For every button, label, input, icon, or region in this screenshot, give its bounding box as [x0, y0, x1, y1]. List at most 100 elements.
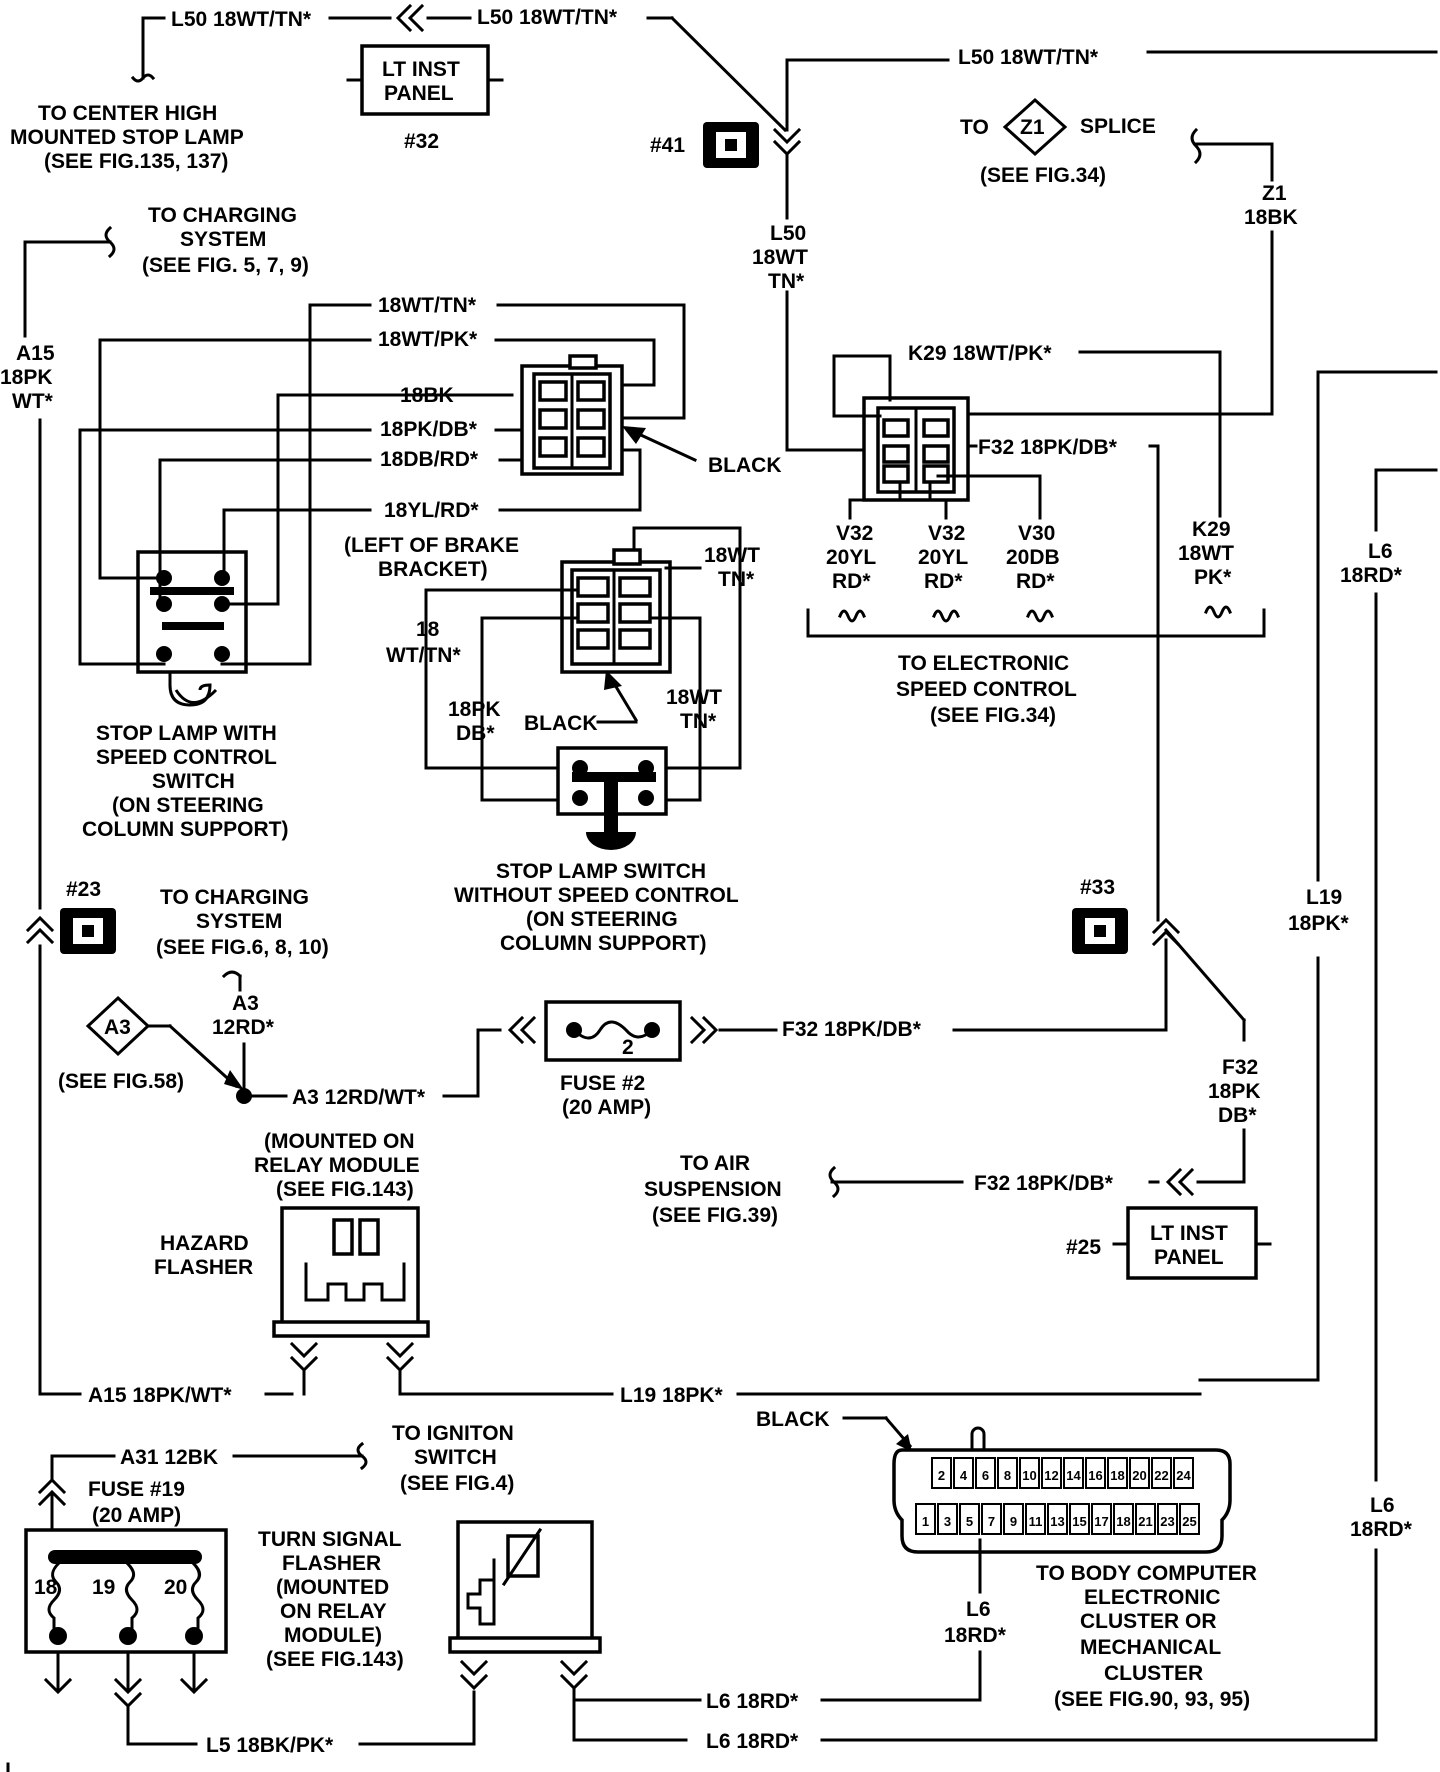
svg-text:(SEE FIG.143): (SEE FIG.143)	[266, 1648, 404, 1671]
svg-text:18WT: 18WT	[1178, 542, 1234, 565]
svg-text:TO: TO	[960, 116, 989, 139]
connector-pin	[1151, 1457, 1172, 1489]
connector-pin-label: 8	[1004, 1468, 1011, 1483]
svg-text:V32: V32	[836, 522, 873, 545]
svg-text:(SEE FIG.34): (SEE FIG.34)	[980, 164, 1106, 187]
svg-text:Z1: Z1	[1262, 182, 1287, 205]
svg-text:18YL/RD*: 18YL/RD*	[384, 499, 479, 522]
wire-label: L50	[770, 222, 806, 245]
connector-pin-label: 10	[1022, 1468, 1036, 1483]
svg-text:18PK/DB*: 18PK/DB*	[380, 418, 478, 441]
right-side-feeds: L6 18RD* L19 18PK* L6 18RD*	[820, 370, 1438, 1742]
svg-text:COLUMN SUPPORT): COLUMN SUPPORT)	[82, 818, 289, 841]
charging-system-2: TO CHARGING SYSTEM (SEE FIG.6, 8, 10) A3…	[156, 886, 329, 1094]
svg-text:SPLICE: SPLICE	[1080, 115, 1156, 138]
svg-text:COLUMN SUPPORT): COLUMN SUPPORT)	[500, 932, 707, 955]
speed-control-connector: K29 18WT/PK* F32 18PK/DB* V32 20YL RD* V…	[806, 342, 1266, 922]
svg-text:TO CENTER HIGH: TO CENTER HIGH	[38, 102, 217, 125]
svg-text:SPEED CONTROL: SPEED CONTROL	[96, 746, 277, 769]
connector-pin	[953, 1457, 974, 1489]
connector-pin-label: 14	[1066, 1468, 1081, 1483]
svg-text:(SEE FIG. 5, 7, 9): (SEE FIG. 5, 7, 9)	[142, 254, 309, 277]
connector-pin-label: 2	[938, 1468, 945, 1483]
svg-text:STOP LAMP SWITCH: STOP LAMP SWITCH	[496, 860, 706, 883]
svg-text:20YL: 20YL	[918, 546, 968, 569]
svg-text:#41: #41	[650, 134, 685, 157]
svg-text:ELECTRONIC: ELECTRONIC	[1084, 1586, 1221, 1609]
connector-pin	[959, 1503, 980, 1535]
connector-pin	[1091, 1503, 1112, 1535]
connector-41: #41	[650, 122, 759, 168]
svg-text:18WT/TN*: 18WT/TN*	[378, 294, 477, 317]
svg-text:K29 18WT/PK*: K29 18WT/PK*	[908, 342, 1052, 365]
svg-text:BLACK: BLACK	[756, 1408, 830, 1431]
svg-text:(MOUNTED: (MOUNTED	[276, 1576, 389, 1599]
svg-text:(LEFT OF BRAKE: (LEFT OF BRAKE	[344, 534, 519, 557]
connector-pin-label: 13	[1050, 1514, 1064, 1529]
svg-text:F32: F32	[1222, 1056, 1258, 1079]
fuse-19: A31 12BK TO IGNITON SWITCH (SEE FIG.4) F…	[24, 1422, 514, 1757]
svg-text:#23: #23	[66, 878, 101, 901]
svg-text:18RD*: 18RD*	[944, 1624, 1007, 1647]
svg-text:(20 AMP): (20 AMP)	[562, 1096, 651, 1119]
svg-text:TO BODY COMPUTER: TO BODY COMPUTER	[1036, 1562, 1257, 1585]
connector-pin	[1041, 1457, 1062, 1489]
svg-text:18BK: 18BK	[400, 384, 454, 407]
connector-pin	[981, 1503, 1002, 1535]
connector-pin	[1179, 1503, 1200, 1535]
connector-pin	[1113, 1503, 1134, 1535]
svg-text:A31 12BK: A31 12BK	[120, 1446, 218, 1469]
svg-text:TO AIR: TO AIR	[680, 1152, 750, 1175]
connector-pin	[1025, 1503, 1046, 1535]
svg-text:BLACK: BLACK	[524, 712, 598, 735]
svg-text:L6 18RD*: L6 18RD*	[706, 1690, 799, 1713]
connector-pin	[1003, 1503, 1024, 1535]
connector-pin-label: 6	[982, 1468, 989, 1483]
svg-text:18DB/RD*: 18DB/RD*	[380, 448, 479, 471]
connector-pin	[937, 1503, 958, 1535]
svg-text:(SEE FIG.90, 93, 95): (SEE FIG.90, 93, 95)	[1054, 1688, 1250, 1711]
svg-text:BLACK: BLACK	[708, 454, 782, 477]
svg-text:18BK: 18BK	[1244, 206, 1298, 229]
svg-text:(SEE FIG.58): (SEE FIG.58)	[58, 1070, 184, 1093]
connector-pin	[997, 1457, 1018, 1489]
svg-text:12RD*: 12RD*	[212, 1016, 275, 1039]
z1-splice: TO Z1 SPLICE (SEE FIG.34) Z1 18BK	[960, 97, 1298, 416]
svg-text:F32 18PK/DB*: F32 18PK/DB*	[974, 1172, 1114, 1195]
svg-text:TN*: TN*	[718, 568, 755, 591]
svg-text:19: 19	[92, 1576, 115, 1599]
svg-text:18PK*: 18PK*	[1288, 912, 1350, 935]
connector-pin-label: 1	[922, 1514, 929, 1529]
svg-text:MODULE): MODULE)	[284, 1624, 382, 1647]
wire-label: 18WT	[752, 246, 808, 269]
svg-text:(ON STEERING: (ON STEERING	[112, 794, 264, 817]
svg-text:A3: A3	[104, 1016, 131, 1039]
connector-pin-label: 9	[1010, 1514, 1017, 1529]
chmsl-label: TO CENTER HIGH MOUNTED STOP LAMP (SEE FI…	[10, 102, 244, 173]
svg-text:18WT/PK*: 18WT/PK*	[378, 328, 478, 351]
connector-pin-label: 16	[1088, 1468, 1102, 1483]
svg-text:V32: V32	[928, 522, 965, 545]
connector-pin	[1047, 1503, 1068, 1535]
connector-pin	[1129, 1457, 1150, 1489]
svg-text:F32 18PK/DB*: F32 18PK/DB*	[782, 1018, 922, 1041]
svg-text:FUSE #2: FUSE #2	[560, 1072, 645, 1095]
svg-text:ON RELAY: ON RELAY	[280, 1600, 387, 1623]
svg-text:RELAY MODULE: RELAY MODULE	[254, 1154, 420, 1177]
fuse-2-circuit: A3 (SEE FIG.58) A3 12RD/WT* 2 F32 18PK/D…	[58, 917, 1181, 1119]
lt-inst-panel-25: #25 LT INST PANEL	[1066, 1206, 1272, 1280]
stop-lamp-switch-without-speed-control: (LEFT OF BRAKE BRACKET) BLACK 18WT TN* 1…	[344, 526, 760, 955]
connector-pin-label: 5	[966, 1514, 973, 1529]
connector-pin-label: 7	[988, 1514, 995, 1529]
svg-text:18WT: 18WT	[704, 544, 760, 567]
svg-text:TO CHARGING: TO CHARGING	[148, 204, 297, 227]
connector-pin-label: 17	[1094, 1514, 1108, 1529]
svg-text:SYSTEM: SYSTEM	[180, 228, 266, 251]
svg-text:PK*: PK*	[1194, 566, 1232, 589]
svg-text:A15: A15	[16, 342, 55, 365]
connector-pin-label: 20	[1132, 1468, 1146, 1483]
